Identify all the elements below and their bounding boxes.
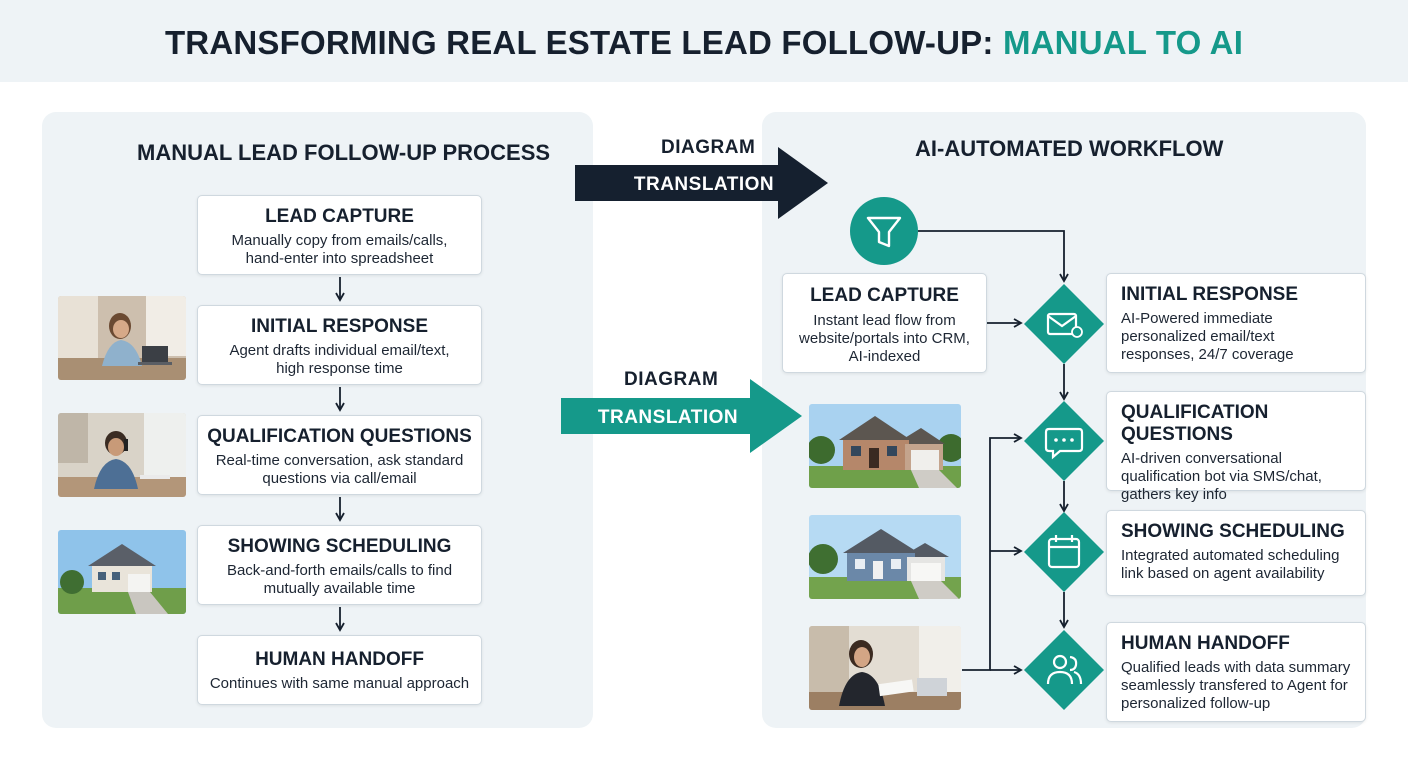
title-main: TRANSFORMING REAL ESTATE LEAD FOLLOW-UP:	[164, 24, 1003, 61]
manual-panel-title: MANUAL LEAD FOLLOW-UP PROCESS	[137, 140, 551, 165]
step-desc: Qualified leads with data summary	[1121, 659, 1351, 676]
photo-agent-phone	[58, 413, 186, 497]
people-icon	[1024, 630, 1104, 710]
step-desc: AI-Powered immediate	[1121, 310, 1273, 327]
translation-arrow-top: TRANSLATION	[575, 147, 828, 219]
step-title: INITIAL RESPONSE	[1121, 284, 1299, 305]
photo-agent-documents	[809, 626, 961, 710]
connector-filter-to-email	[918, 230, 1069, 283]
ai-step-scheduling: SHOWING SCHEDULING Integrated automated …	[1106, 510, 1366, 596]
manual-step-qualification: QUALIFICATION QUESTIONS Real-time conver…	[197, 415, 482, 495]
translation-arrow-bottom-text: TRANSLATION	[598, 407, 738, 428]
step-desc: AI-driven conversational	[1121, 450, 1282, 467]
translation-arrow-bottom-label: DIAGRAM	[624, 369, 719, 390]
step-desc: website/portals into CRM,	[799, 330, 970, 347]
step-desc: link based on agent availability	[1121, 565, 1325, 582]
filter-icon	[850, 197, 918, 265]
step-title: HUMAN HANDOFF	[1121, 633, 1290, 654]
ai-step-handoff: HUMAN HANDOFF Qualified leads with data …	[1106, 622, 1366, 722]
email-icon	[1024, 284, 1104, 364]
step-desc: Instant lead flow from	[813, 312, 956, 329]
step-desc: AI-indexed	[848, 348, 921, 365]
header-bar	[0, 0, 1408, 82]
step-desc: Back-and-forth emails/calls to find	[226, 562, 453, 579]
step-title: LEAD CAPTURE	[810, 285, 959, 306]
step-desc: Agent drafts individual email/text,	[229, 342, 450, 359]
ai-flow-connectors	[918, 230, 1069, 675]
page-title: TRANSFORMING REAL ESTATE LEAD FOLLOW-UP:…	[0, 24, 1408, 62]
step-desc: Manually copy from emails/calls,	[231, 232, 448, 249]
ai-step-lead-capture: LEAD CAPTURE Instant lead flow from webs…	[782, 273, 987, 373]
translation-arrow-top-text: TRANSLATION	[634, 174, 774, 195]
chat-icon	[1024, 401, 1104, 481]
step-title: QUALIFICATION QUESTIONS	[1121, 402, 1269, 445]
photo-house-blue	[809, 515, 961, 599]
manual-step-scheduling: SHOWING SCHEDULING Back-and-forth emails…	[197, 525, 482, 605]
translation-arrow-top-label: DIAGRAM	[661, 137, 756, 158]
connector-photos-to-chat	[962, 433, 1023, 671]
calendar-icon	[1024, 512, 1104, 592]
photo-house-suburban	[58, 530, 186, 614]
step-desc: personalized email/text	[1121, 328, 1275, 345]
step-title: SHOWING SCHEDULING	[1121, 521, 1345, 542]
step-desc: seamlessly transfered to Agent for	[1121, 677, 1348, 694]
step-desc: questions via call/email	[262, 470, 417, 487]
step-desc: gathers key info	[1121, 486, 1227, 503]
ai-panel-title: AI-AUTOMATED WORKFLOW	[915, 136, 1224, 161]
manual-step-handoff: HUMAN HANDOFF Continues with same manual…	[197, 635, 482, 705]
step-desc: hand-enter into spreadsheet	[245, 250, 434, 267]
step-title: LEAD CAPTURE	[265, 206, 414, 227]
step-title: SHOWING SCHEDULING	[227, 536, 452, 557]
step-desc: personalized follow-up	[1121, 695, 1271, 712]
title-accent: MANUAL TO AI	[1002, 24, 1244, 61]
step-desc: qualification bot via SMS/chat,	[1121, 468, 1322, 485]
step-desc: responses, 24/7 coverage	[1121, 346, 1294, 363]
manual-step-lead-capture: LEAD CAPTURE Manually copy from emails/c…	[197, 195, 482, 275]
photo-house-brick	[809, 404, 961, 488]
step-title: INITIAL RESPONSE	[250, 316, 428, 337]
step-title: QUALIFICATION QUESTIONS	[207, 426, 472, 447]
step-desc: Continues with same manual approach	[209, 675, 470, 692]
ai-step-initial-response: INITIAL RESPONSE AI-Powered immediate pe…	[1106, 273, 1366, 373]
photo-agent-laptop	[58, 296, 186, 380]
step-desc: Real-time conversation, ask standard	[215, 452, 464, 469]
translation-arrow-bottom: TRANSLATION	[561, 379, 802, 453]
step-desc: mutually available time	[263, 580, 416, 597]
manual-step-initial-response: INITIAL RESPONSE Agent drafts individual…	[197, 305, 482, 385]
step-desc: high response time	[276, 360, 403, 377]
step-title: HUMAN HANDOFF	[255, 649, 424, 670]
step-desc: Integrated automated scheduling	[1121, 547, 1340, 564]
ai-step-qualification: QUALIFICATION QUESTIONS AI-driven conver…	[1106, 391, 1366, 503]
